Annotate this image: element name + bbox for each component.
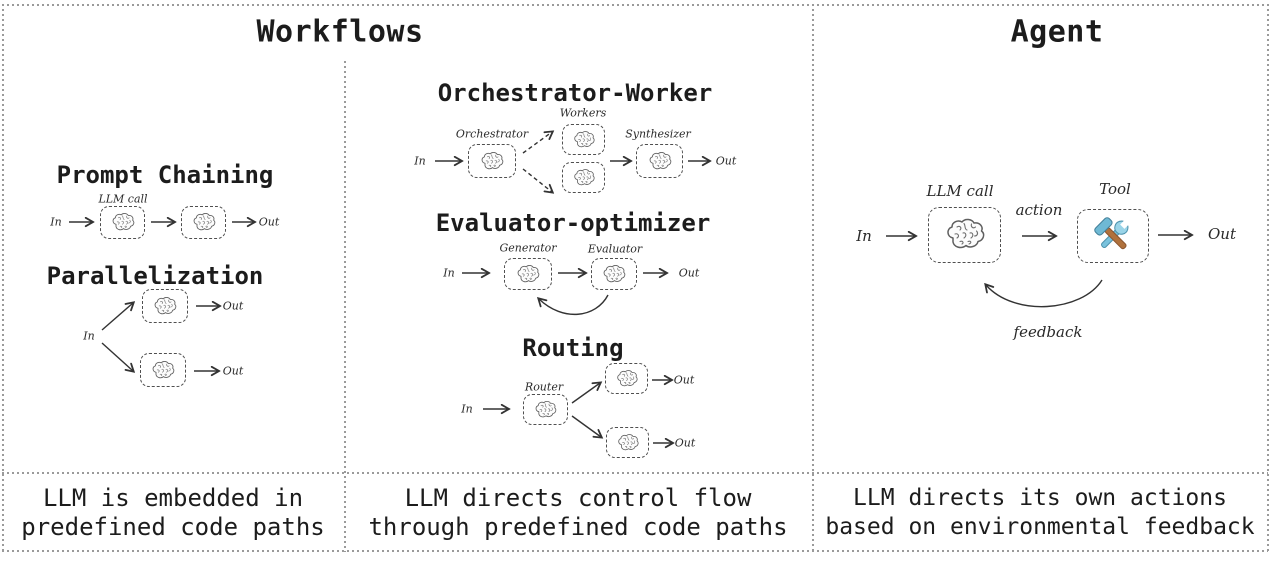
arrow: [571, 415, 601, 437]
parallelization-in-label: In: [83, 329, 95, 343]
caption-line: based on environmental feedback: [825, 514, 1255, 540]
agent-in-label: In: [856, 227, 872, 245]
brain-icon: [572, 130, 596, 150]
brain-icon: [150, 360, 176, 381]
parallelization-llm-box-top: [142, 289, 188, 323]
workflows-panel-title: Workflows: [256, 14, 424, 50]
agent-action-label: action: [1015, 201, 1063, 219]
agent-caption: LLM directs its own actions based on env…: [825, 484, 1254, 542]
arrow: [101, 303, 133, 331]
brain-icon: [191, 212, 217, 233]
workflows-caption-middle: LLM directs control flow through predefi…: [368, 484, 787, 542]
prompt-chaining-llm-box-2: [181, 206, 226, 239]
caption-line: LLM is embedded in: [42, 484, 304, 512]
agent-tool-label: Tool: [1099, 180, 1131, 198]
ow-orchestrator-box: [468, 144, 516, 178]
eo-out-label: Out: [678, 266, 700, 280]
routing-router-box: [523, 394, 568, 425]
eo-generator-label: Generator: [499, 241, 557, 255]
agent-feedback-label: feedback: [1013, 323, 1083, 341]
routing-heading: Routing: [522, 334, 624, 362]
ow-worker-box-top: [562, 124, 605, 155]
routing-out-bottom-label: Out: [674, 436, 696, 450]
ow-out-label: Out: [715, 154, 737, 168]
ow-worker-box-bottom: [562, 162, 605, 193]
frame-right-border: [1267, 4, 1269, 552]
workflows-agent-separator: [812, 4, 814, 552]
routing-in-label: In: [461, 402, 473, 416]
eo-in-label: In: [443, 266, 455, 280]
evaluator-optimizer-heading: Evaluator-optimizer: [435, 209, 711, 237]
arrow: [101, 342, 133, 371]
frame-top-border: [2, 4, 1268, 6]
parallelization-out-top-label: Out: [222, 299, 244, 313]
frame-left-border: [2, 4, 4, 552]
agent-llm-call-box: [928, 207, 1001, 263]
ow-synthesizer-box: [636, 144, 683, 178]
frame-bottom-border: [2, 550, 1268, 552]
frame-caption-top-border: [2, 472, 1268, 474]
agent-tool-box: [1077, 209, 1149, 263]
hammer-wrench-icon: [1092, 215, 1134, 257]
brain-icon: [533, 400, 558, 420]
brain-icon: [616, 433, 640, 453]
eo-evaluator-box: [591, 258, 637, 290]
caption-line: predefined code paths: [21, 513, 325, 541]
arrow: [571, 383, 600, 404]
workflows-column-divider: [344, 61, 346, 552]
brain-icon: [515, 264, 541, 285]
brain-icon: [110, 212, 136, 233]
workflows-caption-left: LLM is embedded in predefined code paths: [21, 484, 324, 542]
parallelization-heading: Parallelization: [46, 262, 264, 290]
ow-orchestrator-label: Orchestrator: [455, 127, 529, 141]
agent-llm-call-label: LLM call: [926, 182, 994, 200]
brain-icon: [647, 151, 673, 172]
prompt-chaining-out-label: Out: [258, 215, 280, 229]
ow-in-label: In: [414, 154, 426, 168]
caption-line: LLM directs control flow: [404, 484, 752, 512]
eo-evaluator-label: Evaluator: [587, 242, 643, 256]
prompt-chaining-llm-box-1: [100, 206, 145, 239]
ow-workers-label: Workers: [559, 106, 607, 120]
routing-out-top-label: Out: [673, 373, 695, 387]
caption-line: LLM directs its own actions: [853, 485, 1227, 511]
eo-generator-box: [504, 258, 552, 290]
prompt-chaining-heading: Prompt Chaining: [56, 161, 274, 189]
prompt-chaining-in-label: In: [50, 215, 62, 229]
routing-llm-box-bottom: [606, 427, 649, 458]
routing-llm-box-top: [605, 363, 648, 394]
arrow: [522, 168, 552, 192]
parallelization-out-bottom-label: Out: [222, 364, 244, 378]
agent-out-label: Out: [1208, 225, 1236, 243]
brain-icon: [601, 264, 627, 285]
brain-icon: [152, 296, 178, 317]
prompt-chaining-llm-call-label: LLM call: [98, 192, 148, 206]
brain-icon: [943, 217, 987, 253]
brain-icon: [615, 369, 639, 389]
brain-icon: [479, 151, 505, 172]
agent-panel-title: Agent: [1010, 14, 1104, 50]
caption-line: through predefined code paths: [368, 513, 788, 541]
parallelization-llm-box-bottom: [140, 353, 186, 387]
ow-synthesizer-label: Synthesizer: [625, 127, 691, 141]
routing-router-label: Router: [524, 380, 564, 394]
feedback-arrow: [539, 294, 609, 315]
feedback-arrow: [986, 279, 1103, 308]
orchestrator-worker-heading: Orchestrator-Worker: [437, 79, 713, 107]
brain-icon: [572, 168, 596, 188]
